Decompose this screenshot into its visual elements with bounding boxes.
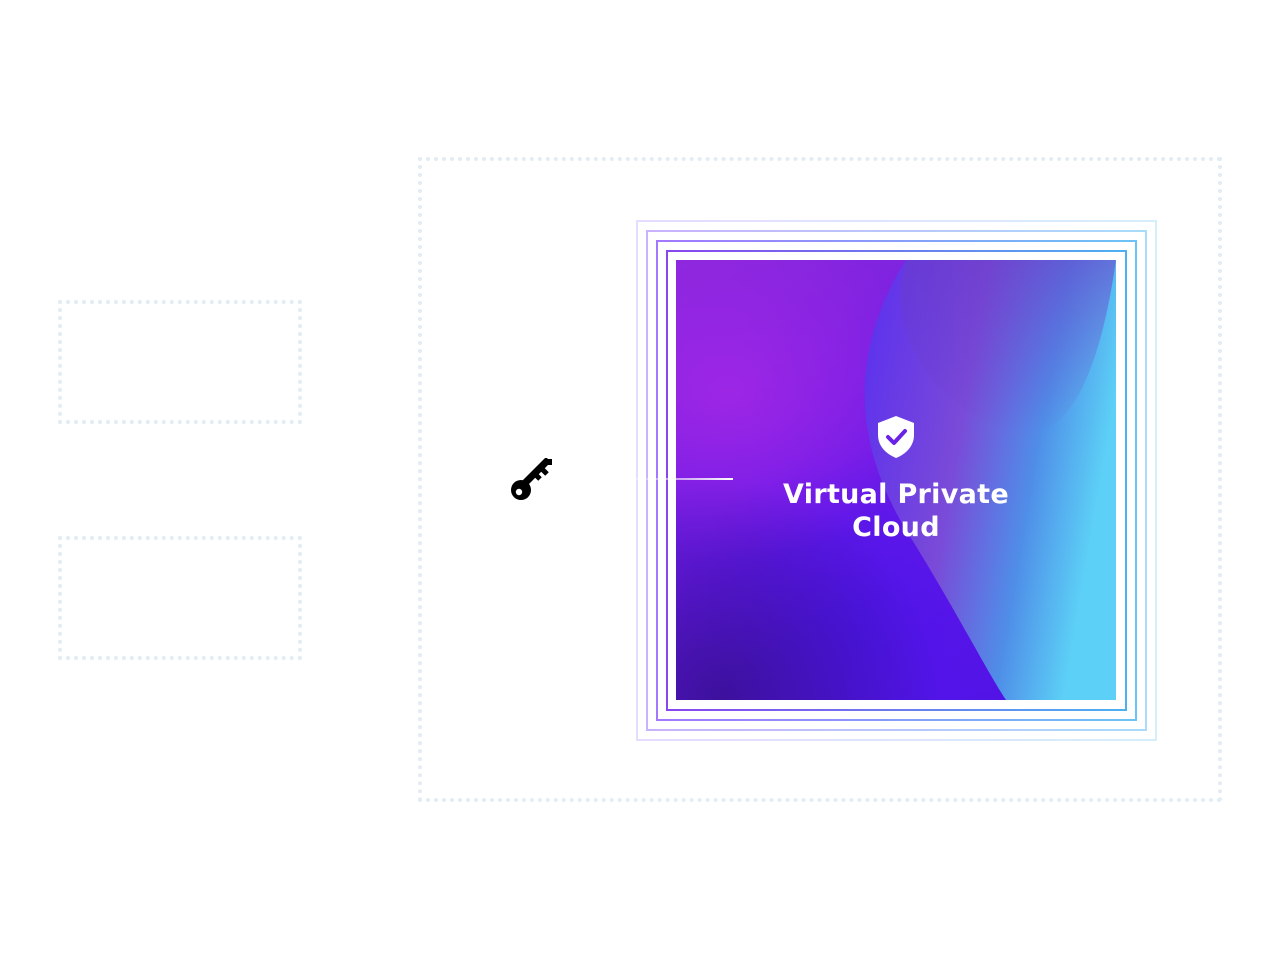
placeholder-box-top [58,300,302,424]
vpc-title: Virtual Private Cloud [736,478,1056,544]
vpc-title-line-1: Virtual Private [783,479,1009,510]
outer-boundary-box [418,157,1222,802]
gradient-swoosh [676,260,1116,700]
placeholder-box-bottom [58,536,302,660]
vpc-panel: Virtual Private Cloud [676,260,1116,700]
shield-check-icon [878,416,914,458]
vpc-title-line-2: Cloud [852,512,940,543]
connector-line [636,478,733,480]
key-icon [511,458,552,500]
vpc-content: Virtual Private Cloud [676,260,1116,700]
